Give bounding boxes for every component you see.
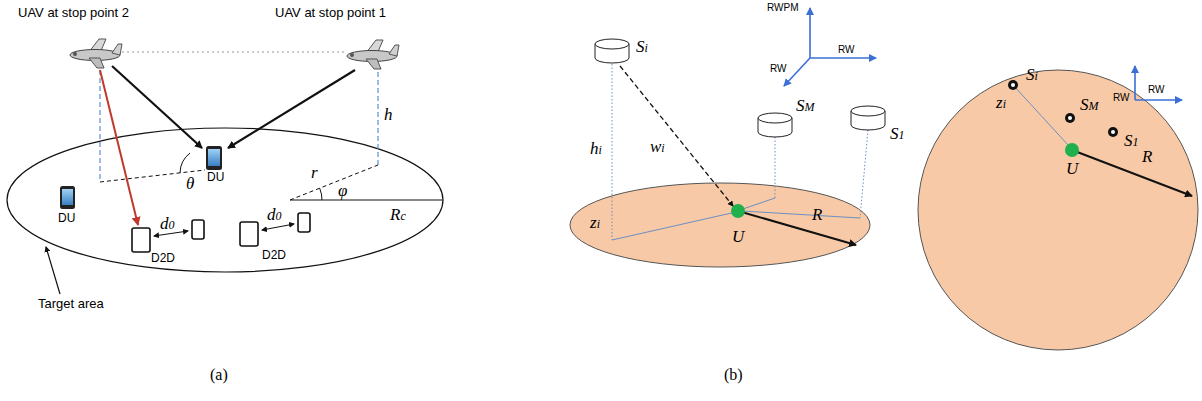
sensor-label: S1 bbox=[1124, 130, 1139, 152]
axis-label: RW bbox=[1113, 92, 1129, 103]
angle-symbol: θ bbox=[186, 175, 194, 194]
pair-label: D2D bbox=[262, 249, 286, 262]
radius-symbol: Rc bbox=[390, 204, 406, 226]
distance-symbol: d0 bbox=[160, 213, 175, 235]
height-symbol: h bbox=[384, 106, 393, 125]
angle-symbol: φ bbox=[338, 182, 347, 201]
sensor-label: S1 bbox=[890, 123, 905, 145]
sensor-cylinder bbox=[595, 39, 629, 63]
axis-label: RW bbox=[838, 44, 854, 55]
projection-label: zi bbox=[590, 212, 600, 234]
user-label: U bbox=[732, 228, 744, 247]
radius-symbol: r bbox=[311, 164, 318, 183]
sensor-cylinder bbox=[851, 106, 885, 130]
sensor-label: Si bbox=[1026, 64, 1038, 86]
axis-label: RWPM bbox=[767, 2, 798, 13]
subfigure-label: (a) bbox=[210, 366, 228, 384]
radius-label: R bbox=[1142, 148, 1152, 167]
sensor-label: Si bbox=[636, 36, 648, 58]
user-label: U bbox=[1066, 160, 1078, 179]
device-label: DU bbox=[58, 212, 75, 225]
sensor-label: SM bbox=[796, 95, 815, 117]
height-symbol: hi bbox=[590, 138, 602, 160]
sensor-cylinder bbox=[758, 113, 792, 137]
phone-icon bbox=[60, 186, 75, 209]
sensor-dot bbox=[1008, 80, 1118, 137]
subfigure-label: (b) bbox=[724, 366, 743, 384]
pair-label: D2D bbox=[151, 252, 175, 265]
distance-symbol: d0 bbox=[267, 204, 282, 226]
sensor-label: SM bbox=[1080, 94, 1099, 116]
uav-icon bbox=[70, 39, 122, 68]
device-label: DU bbox=[207, 171, 224, 184]
projection-label: zi bbox=[996, 92, 1006, 114]
distance-symbol: wi bbox=[650, 136, 665, 158]
phone-icon bbox=[206, 146, 222, 170]
uav-icon bbox=[347, 40, 399, 69]
area-label: Target area bbox=[38, 297, 104, 311]
axis-label: RW bbox=[1148, 84, 1164, 95]
stop-point-label: UAV at stop point 1 bbox=[275, 6, 386, 20]
stop-point-label: UAV at stop point 2 bbox=[18, 6, 129, 20]
radius-label: R bbox=[812, 206, 822, 225]
axis-label: RW bbox=[770, 63, 786, 74]
